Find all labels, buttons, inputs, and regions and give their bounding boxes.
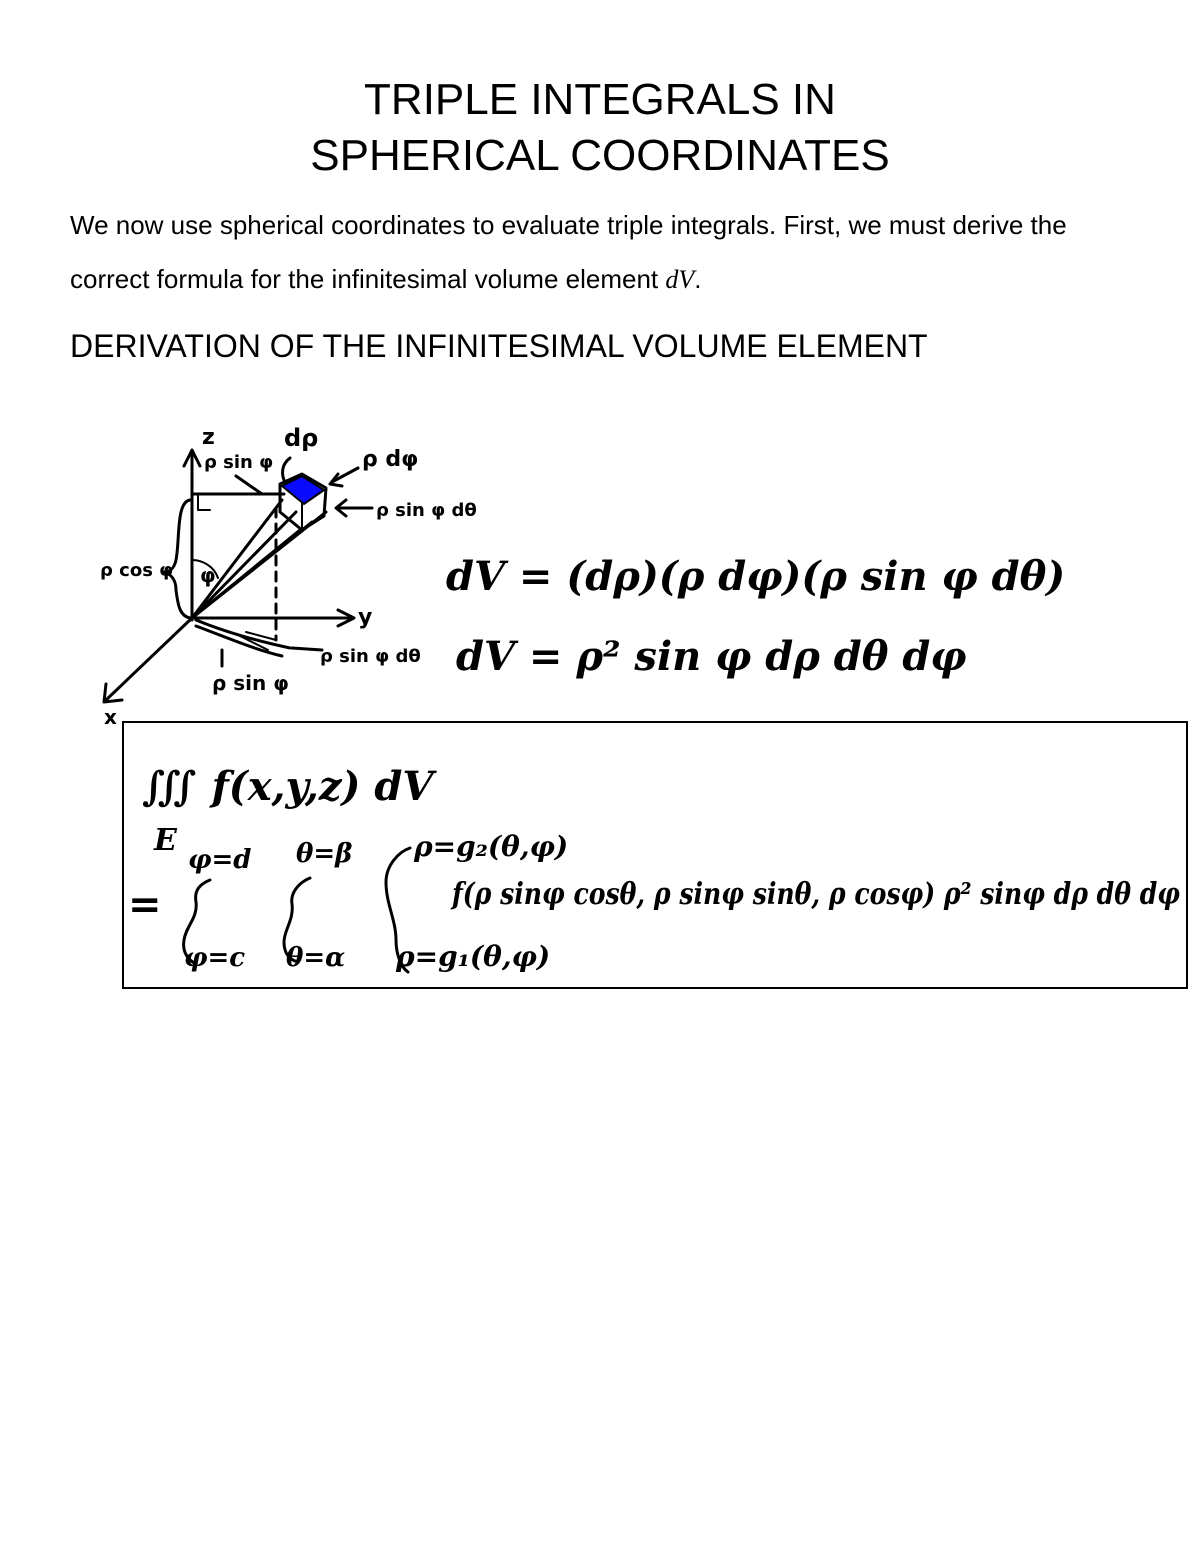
limit-phi-upper: φ=d [188,845,252,875]
label-phi: φ [200,563,216,587]
formula-dv-result: dV = ρ² sin φ dρ dθ dφ [456,633,967,680]
ray-1 [190,498,284,620]
section-heading: DERIVATION OF THE INFINITESIMAL VOLUME E… [70,328,928,364]
formula-dv-product: dV = (dρ)(ρ dφ)(ρ sin φ dθ) [446,553,1065,600]
intro-paragraph: We now use spherical coordinates to eval… [70,198,1150,307]
page-title: TRIPLE INTEGRALS IN SPHERICAL COORDINATE… [0,72,1200,184]
projection-arc-1 [194,618,292,650]
arrow-rho-sin-phi-d-theta-head [334,498,348,518]
title-line-1: TRIPLE INTEGRALS IN [364,75,836,124]
limit-theta-lower: θ=α [286,943,345,973]
phi-arc [191,559,219,579]
label-axis-y: y [358,605,372,630]
limit-phi-lower: φ=c [184,943,245,973]
limit-theta-upper: θ=β [296,839,352,869]
volume-element-outline [278,472,328,532]
title-line-2: SPHERICAL COORDINATES [310,131,890,180]
ray-2 [190,510,298,620]
integral-equals: = [128,882,162,928]
label-rho-sin-phi-d-theta-bottom: ρ sin φ dθ [320,646,421,667]
z-axis-arrow [182,448,202,468]
label-axis-z: z [202,425,215,450]
x-axis-arrow [102,682,124,704]
limit-rho-upper: ρ=g₂(θ,φ) [413,830,568,863]
label-axis-x: x [104,705,117,729]
integral-box [122,721,1188,989]
label-rho-cos-phi: ρ cos φ [100,560,173,581]
volume-element-face [280,474,326,506]
arrow-rho-d-phi [330,466,360,484]
projection-hatch [239,631,277,651]
intro-math-dv: dV [665,265,695,294]
brace-rho-cos-phi [162,498,192,620]
arrow-rho-d-phi-head [328,472,344,488]
integral-sign-phi [182,878,212,966]
integral-sign-rho [384,846,412,974]
integral-lhs: ∭ f(x,y,z) dV [142,763,437,810]
limit-rho-lower: ρ=g₁(θ,φ) [395,940,550,973]
y-axis-arrow [336,608,356,628]
intro-text-end: . [694,264,702,294]
ray-5 [190,528,302,620]
integrand: f(ρ sinφ cosθ, ρ sinφ sinθ, ρ cosφ) ρ² s… [450,877,1180,912]
integral-sign-theta [282,876,312,964]
label-rho-d-phi: ρ dφ [362,447,418,472]
x-axis-line [104,616,194,702]
integral-region-e: E [153,823,178,858]
label-rho-sin-phi-top: ρ sin φ [204,452,273,473]
projection-arc-2 [194,624,284,658]
label-rho-sin-phi-bottom: ρ sin φ [212,671,289,695]
arrow-bottom-label [290,646,324,652]
intro-text: We now use spherical coordinates to eval… [70,210,1067,294]
label-rho-sin-phi-d-theta-top: ρ sin φ dθ [376,500,477,521]
right-angle-mark [197,493,211,511]
label-d-rho: dρ [284,424,318,452]
arrow-top-label [234,474,264,496]
